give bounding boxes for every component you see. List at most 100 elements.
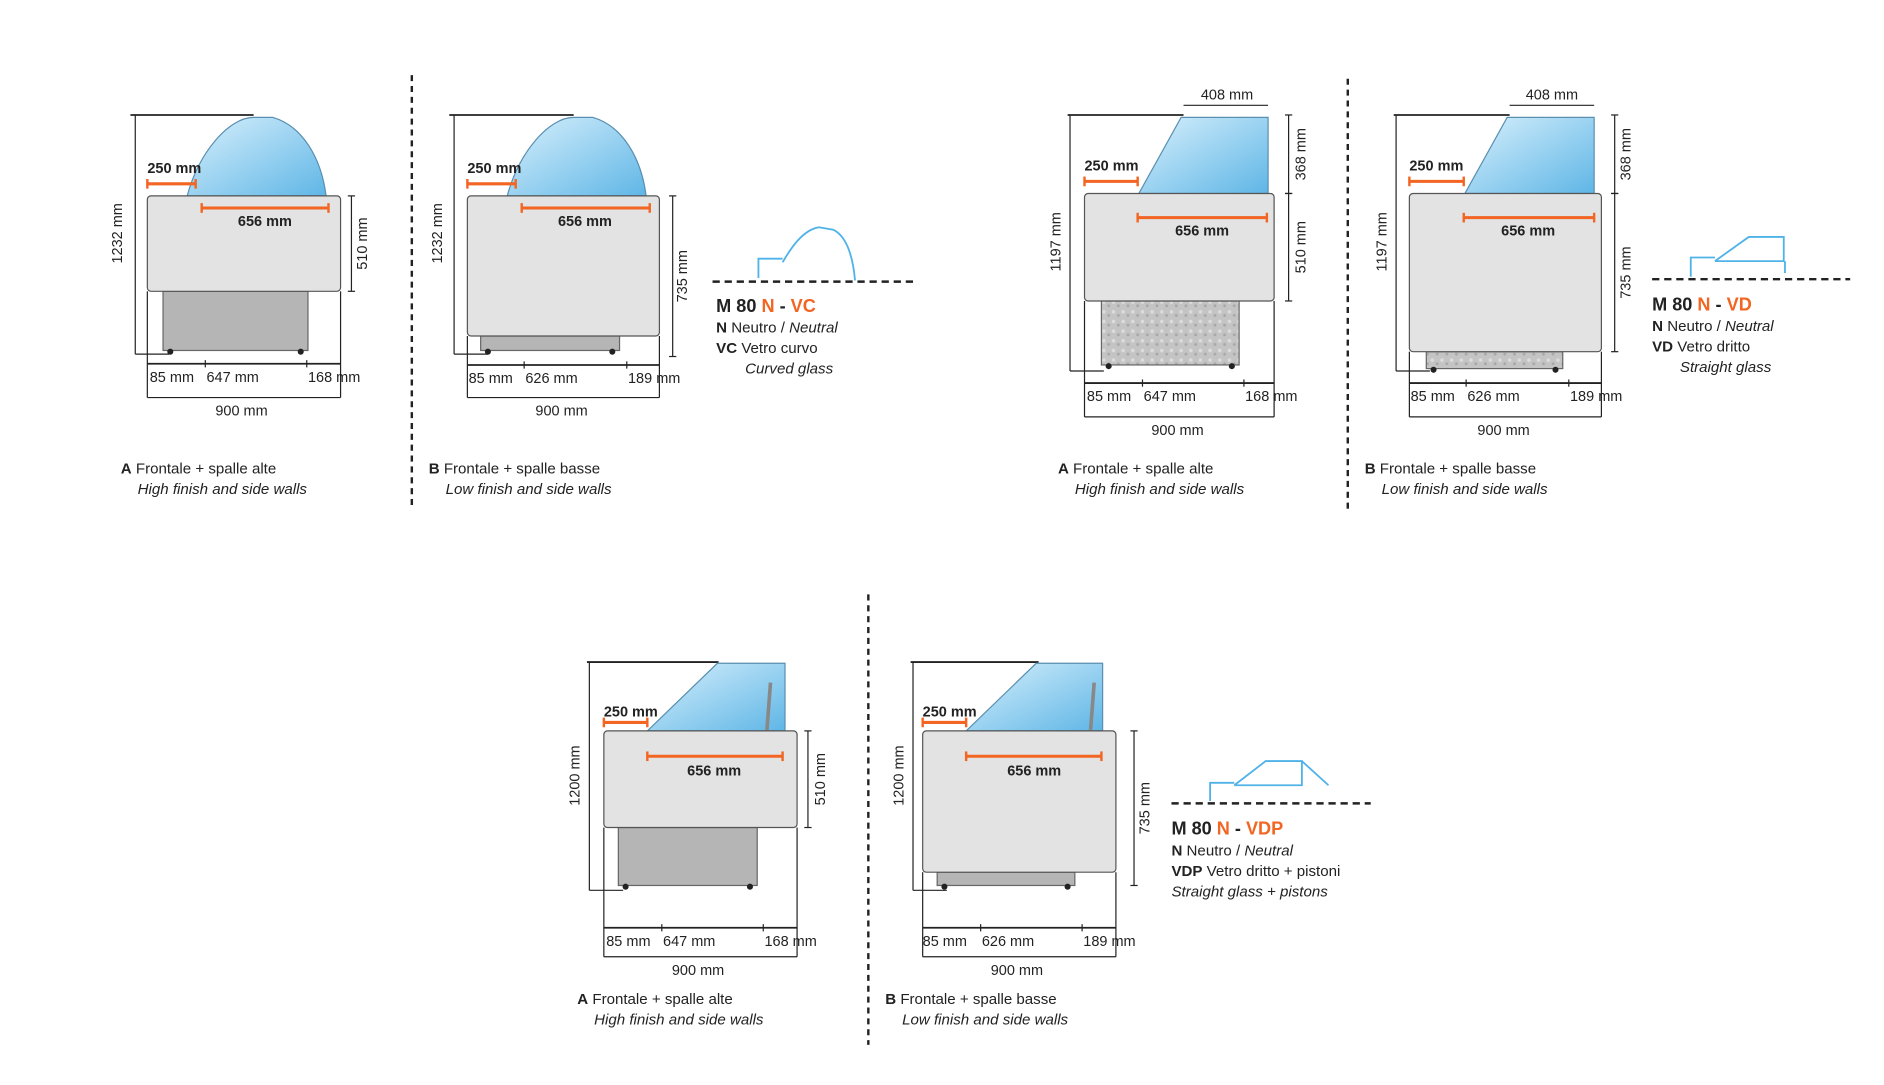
model-dash: - [1716, 295, 1722, 315]
back-depth-label: 189 mm [1083, 934, 1135, 950]
display-body [1083, 192, 1275, 302]
right-dimension-label: 510 mm [355, 217, 371, 269]
legend-n_en: Neutral [1725, 318, 1774, 335]
legend-n_code: N [1171, 842, 1182, 859]
height-label: 1197 mm [1048, 212, 1064, 271]
glass-canopy [964, 662, 1104, 732]
height-label: 1200 mm [568, 745, 584, 805]
model-code: M 80 N - VDP [1171, 819, 1283, 839]
back-depth-label: 168 mm [308, 370, 360, 386]
variant-title: Frontale + spalle basse [1380, 461, 1536, 478]
glass-opening-icon [757, 226, 856, 281]
legend-n_code: N [1652, 318, 1663, 335]
glass-canopy [1463, 116, 1595, 195]
model-code: M 80 N - VC [716, 296, 816, 316]
variant-letter: A [1058, 461, 1069, 478]
legend-n_en: Neutral [1244, 842, 1293, 859]
base-cabinet [1100, 300, 1240, 366]
total-depth-label: 900 mm [672, 963, 724, 979]
variant-subtitle: Low finish and side walls [1382, 481, 1548, 498]
foot [297, 348, 304, 355]
variant-letter: B [885, 991, 896, 1008]
foot [484, 348, 491, 355]
legend-glass: VD Vetro dritto [1652, 339, 1750, 356]
model-code: VC [791, 296, 816, 316]
legend-glass-english: Straight glass + pistons [1171, 883, 1328, 900]
model-n: N [761, 296, 774, 316]
internal-depth-label: 656 mm [1175, 224, 1229, 240]
foot [941, 883, 948, 890]
back-depth-label: 168 mm [1245, 389, 1297, 405]
base-cabinet [936, 871, 1076, 887]
legend-g_it: Vetro curvo [741, 340, 817, 357]
mid-depth-label: 626 mm [1467, 389, 1519, 405]
internal-depth-label: 656 mm [687, 764, 741, 780]
variant-caption: B Frontale + spalle basse [429, 461, 600, 478]
glass-canopy [645, 662, 786, 732]
variant-title: Frontale + spalle basse [900, 991, 1056, 1008]
model-dash: - [780, 296, 786, 316]
base-cabinet [162, 290, 309, 352]
right-dimension-label: 735 mm [675, 250, 691, 302]
mid-depth-label: 626 mm [525, 371, 577, 387]
glass-canopy [186, 116, 327, 197]
base-cabinet [480, 335, 621, 352]
model-prefix: M 80 [716, 296, 756, 316]
variant-subtitle: Low finish and side walls [902, 1011, 1068, 1028]
internal-depth-label: 656 mm [558, 214, 612, 230]
legend-glass-english: Curved glass [745, 360, 833, 377]
variant-subtitle: High finish and side walls [1075, 481, 1245, 498]
variant-subtitle: High finish and side walls [138, 481, 308, 498]
top-width-label: 408 mm [1526, 87, 1578, 103]
front-depth-label: 85 mm [1087, 389, 1131, 405]
legend-g_code: VC [716, 340, 737, 357]
legend-sep: / [1712, 318, 1725, 335]
foot [1430, 366, 1437, 373]
model-code: VD [1727, 295, 1752, 315]
glass-canopy [1137, 116, 1269, 195]
variant-caption: A Frontale + spalle alte [121, 461, 277, 478]
legend-glass: VC Vetro curvo [716, 340, 817, 357]
model-n: N [1217, 819, 1230, 839]
legend-g_code: VDP [1171, 863, 1202, 880]
display-body [466, 195, 661, 337]
foot [1228, 363, 1235, 370]
variant-letter: A [577, 991, 588, 1008]
total-depth-label: 900 mm [991, 963, 1043, 979]
right-dimension-label: 735 mm [1618, 246, 1634, 298]
right-dimension-label: 510 mm [1294, 221, 1310, 273]
height-label: 1200 mm [891, 745, 907, 805]
height-label: 1232 mm [110, 203, 126, 263]
glass-opening-icon [1209, 760, 1330, 801]
foot [609, 348, 616, 355]
variant-subtitle: High finish and side walls [594, 1011, 764, 1028]
base-cabinet [617, 826, 758, 887]
mid-depth-label: 647 mm [1144, 389, 1196, 405]
base-cabinet [1425, 351, 1564, 370]
variant-subtitle: Low finish and side walls [446, 481, 612, 498]
variant-title: Frontale + spalle basse [444, 461, 600, 478]
internal-depth-label: 656 mm [1501, 224, 1555, 240]
variant-caption: B Frontale + spalle basse [885, 991, 1056, 1008]
gas-piston [1088, 682, 1096, 732]
legend-neutral: N Neutro / Neutral [1171, 842, 1293, 859]
foot [1552, 366, 1559, 373]
legend-sep: / [1232, 842, 1245, 859]
back-depth-label: 189 mm [1570, 389, 1622, 405]
legend-g_it: Vetro dritto + pistoni [1207, 863, 1341, 880]
legend-g_it: Vetro dritto [1677, 339, 1750, 356]
display-body [922, 730, 1117, 873]
total-depth-label: 900 mm [1477, 423, 1529, 439]
legend-n_it: Neutro [1667, 318, 1712, 335]
model-code: VDP [1246, 819, 1283, 839]
model-prefix: M 80 [1171, 819, 1211, 839]
legend-glass: VDP Vetro dritto + pistoni [1171, 863, 1340, 880]
height-label: 1197 mm [1374, 212, 1390, 271]
model-n: N [1697, 295, 1710, 315]
foot [1064, 883, 1071, 890]
variant-caption: B Frontale + spalle basse [1365, 461, 1536, 478]
